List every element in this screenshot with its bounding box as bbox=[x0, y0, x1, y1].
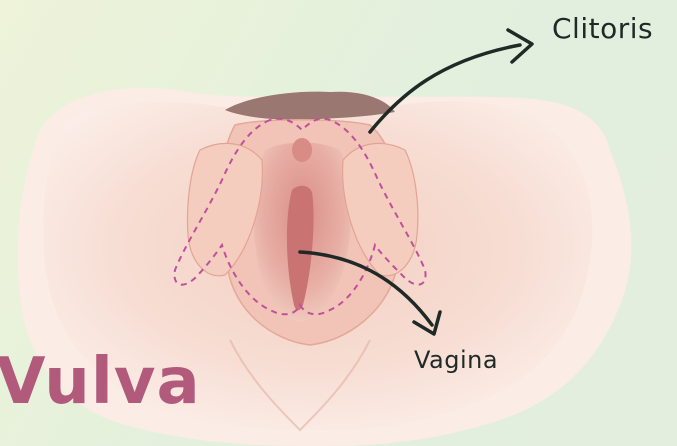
clitoral-glans bbox=[292, 138, 312, 162]
vagina-label: Vagina bbox=[414, 346, 498, 374]
clitoris-label: Clitoris bbox=[552, 12, 653, 45]
diagram-title: Vulva bbox=[0, 350, 201, 414]
